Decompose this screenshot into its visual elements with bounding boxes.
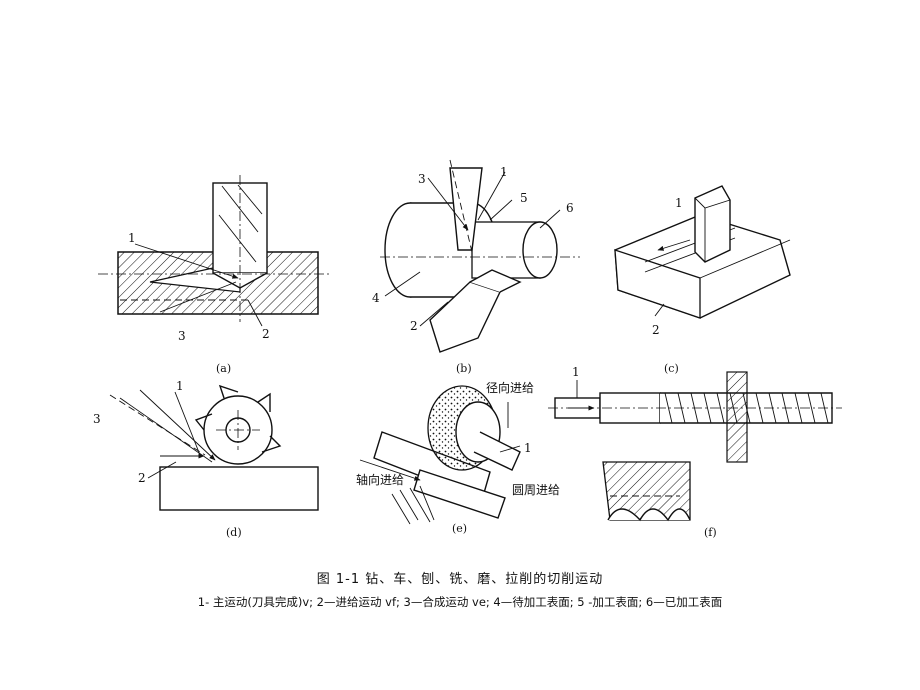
planer-tool <box>694 185 731 263</box>
panel-c-planing: 1 2 (c) <box>614 185 791 375</box>
d-label-3: 3 <box>93 412 101 426</box>
c-sublabel: (c) <box>664 362 679 375</box>
e-label-1: 1 <box>524 441 532 455</box>
e-sublabel: (e) <box>452 522 467 535</box>
c-label-1: 1 <box>675 196 683 210</box>
panel-e-grinding: 径向进给 1 轴向进给 圆周进给 (e) <box>356 380 560 535</box>
d-sublabel: (d) <box>226 526 242 539</box>
b-label-2: 2 <box>410 319 418 333</box>
e-axial-feed: 轴向进给 <box>356 472 404 487</box>
a-label-1: 1 <box>128 231 136 245</box>
panel-b-turning: 3 1 5 6 4 2 (b) <box>372 159 580 375</box>
workpiece-e <box>413 469 506 519</box>
e-radial-feed: 径向进给 <box>486 380 534 395</box>
f-label-1: 1 <box>572 365 580 379</box>
d-label-2: 2 <box>138 471 146 485</box>
b-label-1: 1 <box>500 165 508 179</box>
f-sublabel: (f) <box>704 526 717 539</box>
figure-title: 图 1-1 钻、车、刨、铣、磨、拉削的切削运动 <box>316 572 604 587</box>
a-label-3: 3 <box>178 329 186 343</box>
panel-a-drilling: 1 3 2 (a) <box>98 175 330 375</box>
b-label-4: 4 <box>372 291 380 305</box>
lathe-tool <box>429 281 501 353</box>
c-label-2: 2 <box>652 323 660 337</box>
tool-b-top <box>449 167 483 251</box>
b-sublabel: (b) <box>456 362 472 375</box>
panel-d-milling: 1 3 2 (d) <box>93 379 319 539</box>
broach-workpiece <box>726 371 748 463</box>
figure-legend: 1- 主运动(刀具完成)v; 2—进给运动 vf; 3—合成运动 ve; 4—待… <box>197 595 723 609</box>
workpiece-d <box>159 466 319 511</box>
a-label-2: 2 <box>262 327 270 341</box>
b-label-6: 6 <box>566 201 574 215</box>
d-label-1: 1 <box>176 379 184 393</box>
b-label-5: 5 <box>520 191 528 205</box>
b-label-3: 3 <box>418 172 426 186</box>
panel-f-broaching: 1 (f) <box>548 365 842 539</box>
a-sublabel: (a) <box>216 362 231 375</box>
e-circumferential-feed: 圆周进给 <box>512 483 560 497</box>
